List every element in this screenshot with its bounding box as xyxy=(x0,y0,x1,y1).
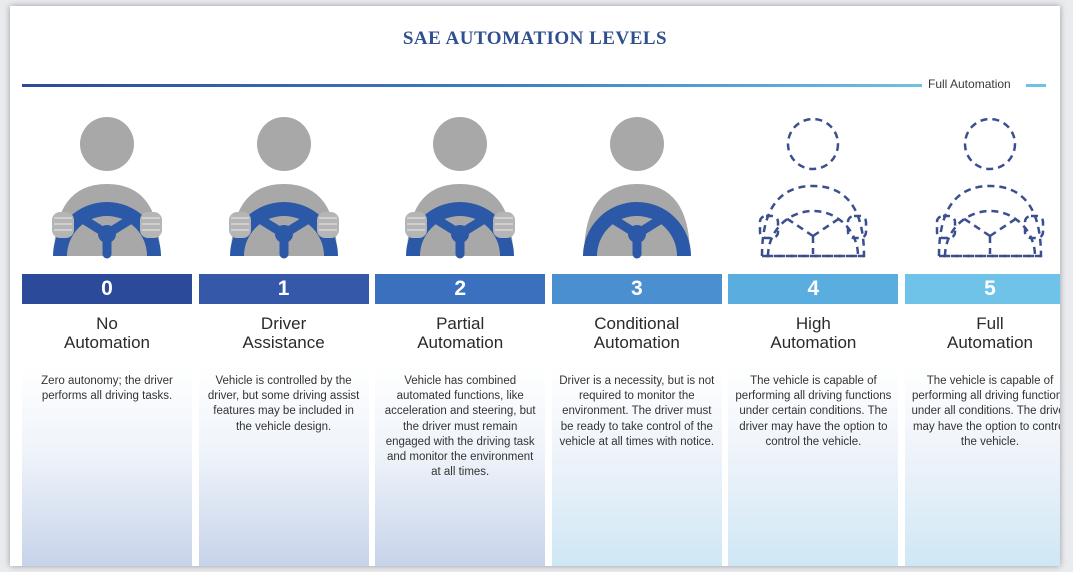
level-column-2: 2 Partial Automation Vehicle has combine… xyxy=(375,106,546,566)
automation-progress-line xyxy=(22,84,922,87)
level-number-bar: 3 xyxy=(551,274,722,304)
level-name: High Automation xyxy=(770,314,857,352)
level-description: Vehicle is controlled by the driver, but… xyxy=(207,375,360,433)
level-name: Conditional Automation xyxy=(593,314,680,352)
level-description: Vehicle has combined automated functions… xyxy=(384,375,536,479)
driver-with-wheel-icon xyxy=(32,106,182,266)
level-description-box: Driver is a necessity, but is not requir… xyxy=(551,366,722,566)
level-description-box: The vehicle is capable of performing all… xyxy=(905,366,1060,566)
level-description: The vehicle is capable of performing all… xyxy=(911,375,1060,448)
level-name: Full Automation xyxy=(947,314,1033,352)
level-number-bar: 5 xyxy=(905,274,1060,304)
level-description: The vehicle is capable of performing all… xyxy=(735,375,892,448)
level-column-4: 4 High Automation The vehicle is capable… xyxy=(728,106,899,566)
driver-hands-off-icon xyxy=(562,106,712,266)
level-description-box: Vehicle is controlled by the driver, but… xyxy=(198,366,369,566)
level-number-bar: 4 xyxy=(728,274,899,304)
page-title: SAE AUTOMATION LEVELS xyxy=(402,28,668,49)
level-description-box: The vehicle is capable of performing all… xyxy=(728,366,899,566)
level-description: Driver is a necessity, but is not requir… xyxy=(559,375,715,448)
progress-end-dash xyxy=(1026,84,1046,87)
level-description-box: Vehicle has combined automated functions… xyxy=(375,366,546,566)
level-name: Partial Automation xyxy=(417,314,504,352)
dashed-driver-icon xyxy=(915,106,1060,266)
infographic-card: SAE AUTOMATION LEVELS Full Automation 0 … xyxy=(10,6,1060,566)
level-column-1: 1 Driver Assistance Vehicle is controlle… xyxy=(198,106,369,566)
level-column-3: 3 Conditional Automation Driver is a nec… xyxy=(551,106,722,566)
progress-end-label: Full Automation xyxy=(928,77,1011,91)
level-name: Driver Assistance xyxy=(242,314,325,352)
driver-with-wheel-icon xyxy=(209,106,359,266)
level-description-box: Zero autonomy; the driver performs all d… xyxy=(22,366,192,566)
level-description: Zero autonomy; the driver performs all d… xyxy=(41,375,173,403)
driver-with-wheel-icon xyxy=(385,106,535,266)
level-name: No Automation xyxy=(64,314,150,352)
dashed-driver-icon xyxy=(738,106,888,266)
level-number-bar: 2 xyxy=(375,274,546,304)
level-number-bar: 1 xyxy=(198,274,369,304)
level-number-bar: 0 xyxy=(22,274,192,304)
level-column-0: 0 No Automation Zero autonomy; the drive… xyxy=(22,106,192,566)
level-column-5: 5 Full Automation The vehicle is capable… xyxy=(905,106,1060,566)
